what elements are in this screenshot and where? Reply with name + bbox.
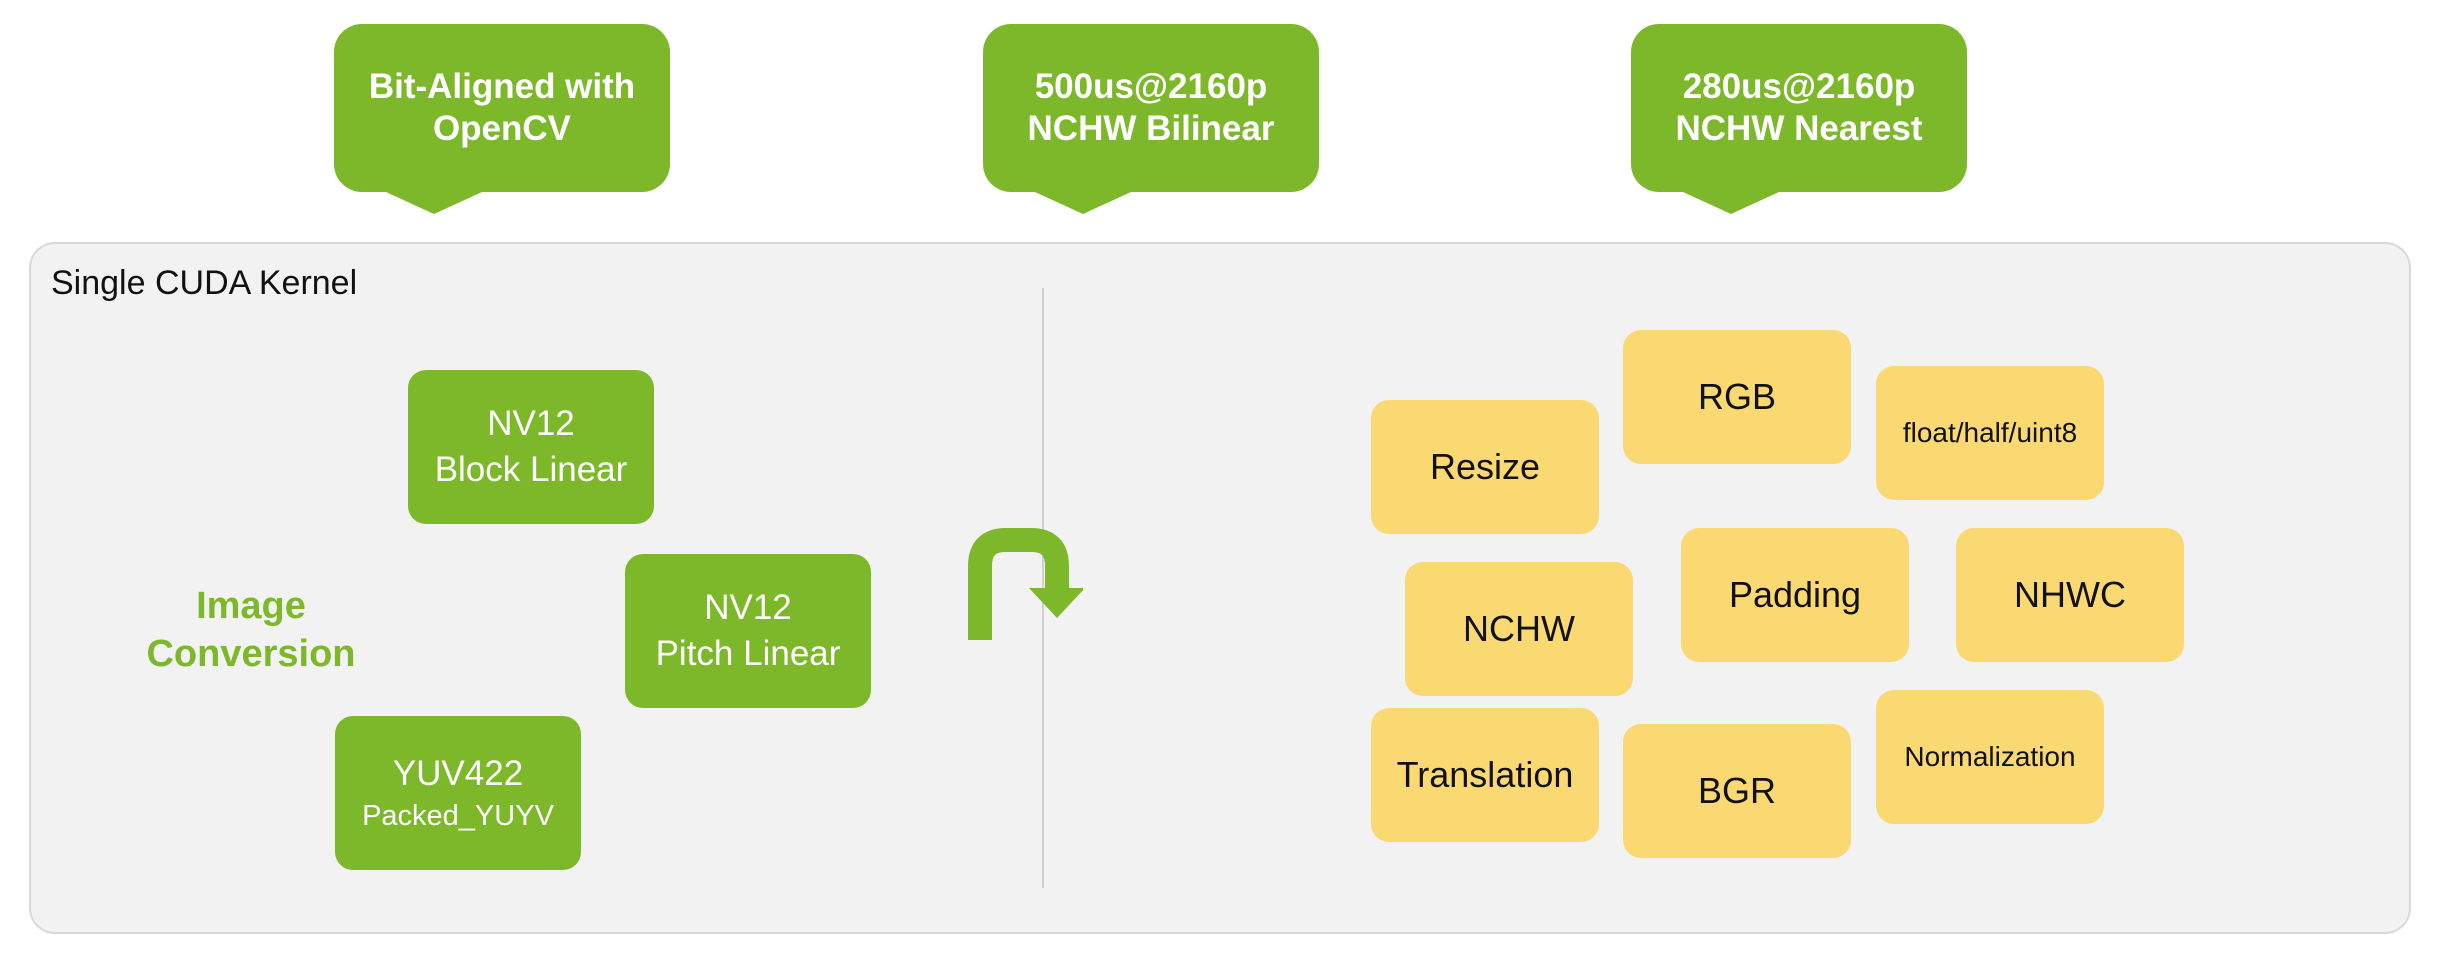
format-name: NV12 [704,588,792,627]
callout-line: NCHW Bilinear [1027,109,1275,148]
format-name: NV12 [487,404,575,443]
image-conversion-label: Image Conversion [131,582,371,678]
format-nv12-block-linear: NV12 Block Linear [408,370,654,524]
op-resize: Resize [1371,400,1599,534]
op-normalization: Normalization [1876,690,2104,824]
callout-tail [1683,192,1779,214]
cuda-kernel-panel: Single CUDA Kernel Image Conversion NV12… [29,242,2411,934]
callout-line: Bit-Aligned with [368,67,636,106]
callout-line: 500us@2160p [1034,67,1268,106]
panel-title: Single CUDA Kernel [51,264,358,302]
op-bgr: BGR [1623,724,1851,858]
op-padding: Padding [1681,528,1909,662]
op-rgb: RGB [1623,330,1851,464]
callout-tail [386,192,482,214]
format-name: YUV422 [392,754,524,793]
format-layout: Packed_YUYV [362,800,554,832]
label-line: Image [196,585,306,627]
label-line: Conversion [146,633,356,675]
format-yuv422-packed: YUV422 Packed_YUYV [335,716,581,870]
format-nv12-pitch-linear: NV12 Pitch Linear [625,554,871,708]
op-float-half-uint8: float/half/uint8 [1876,366,2104,500]
callout-line: 280us@2160p [1682,67,1916,106]
format-layout: Block Linear [434,450,628,489]
curved-arrow-icon [968,528,1083,640]
callout-nearest-timing: 280us@2160p NCHW Nearest [1631,24,1967,214]
op-nchw: NCHW [1405,562,1633,696]
format-layout: Pitch Linear [655,634,841,673]
op-translation: Translation [1371,708,1599,842]
op-nhwc: NHWC [1956,528,2184,662]
callout-tail [1035,192,1131,214]
callout-bilinear-timing: 500us@2160p NCHW Bilinear [983,24,1319,214]
callout-line: OpenCV [432,109,572,148]
callout-opencv-aligned: Bit-Aligned with OpenCV [334,24,670,214]
callout-line: NCHW Nearest [1675,109,1923,148]
